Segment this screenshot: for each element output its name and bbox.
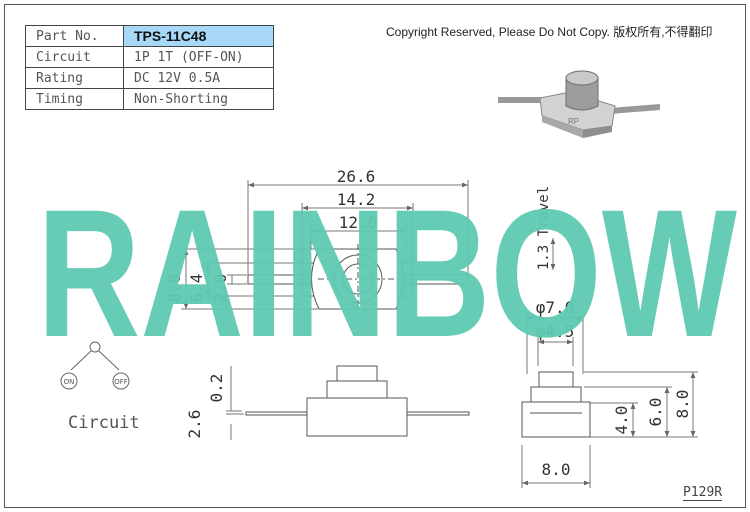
terminal-on-label: ON	[64, 378, 75, 386]
spec-row-timing: Timing Non-Shorting	[25, 88, 274, 110]
product-mark: RP	[568, 117, 579, 126]
dimension-lines	[181, 180, 698, 488]
dim-terminal-width: 2.0	[211, 274, 230, 303]
spec-row-circuit: Circuit 1P 1T (OFF-ON)	[25, 46, 274, 68]
page-code: P129R	[683, 485, 723, 501]
dim-inner-diameter: φ4.5	[536, 322, 575, 341]
spec-table: Part No. TPS-11C48 Circuit 1P 1T (OFF-ON…	[25, 25, 274, 110]
dim-terminal-thickness: 2.6	[185, 410, 204, 439]
dim-outer-diameter: φ7.0	[536, 298, 575, 317]
copyright-notice: Copyright Reserved, Please Do Not Copy. …	[386, 25, 713, 39]
spec-label: Circuit	[25, 46, 124, 68]
top-view	[247, 244, 469, 316]
dim-total-height: 8.0	[673, 390, 692, 419]
dim-overall-length: 26.6	[337, 167, 376, 186]
dim-width: 8.0	[542, 460, 571, 479]
circuit-symbol	[60, 341, 130, 390]
drawing-frame	[4, 4, 746, 508]
terminal-off-label: OFF	[114, 378, 128, 386]
spec-row-rating: Rating DC 12V 0.5A	[25, 67, 274, 89]
side-view	[521, 371, 591, 438]
dim-base-height: 4.0	[612, 406, 631, 435]
spec-value: DC 12V 0.5A	[123, 67, 274, 89]
rainbow-watermark: RAINBOW	[37, 171, 737, 375]
spec-value: Non-Shorting	[123, 88, 274, 110]
dim-body-length: 14.2	[337, 190, 376, 209]
dim-height: 8.0	[165, 274, 184, 303]
part-number-value: TPS-11C48	[123, 25, 274, 47]
spec-label: Rating	[25, 67, 124, 89]
front-view	[245, 365, 470, 437]
dim-inner-length: 12.0	[339, 213, 378, 232]
circuit-label: Circuit	[68, 413, 140, 433]
spec-value: 1P 1T (OFF-ON)	[123, 46, 274, 68]
dim-top-offset: 0.2	[207, 374, 226, 403]
dim-inner-height: 6.4	[187, 274, 206, 303]
dim-travel: 1.3 Travel	[536, 186, 552, 270]
product-image: RP	[498, 70, 660, 138]
spec-label: Timing	[25, 88, 124, 110]
spec-label: Part No.	[25, 25, 124, 47]
dim-mid-height: 6.0	[646, 398, 665, 427]
spec-row-part-no: Part No. TPS-11C48	[25, 25, 274, 47]
